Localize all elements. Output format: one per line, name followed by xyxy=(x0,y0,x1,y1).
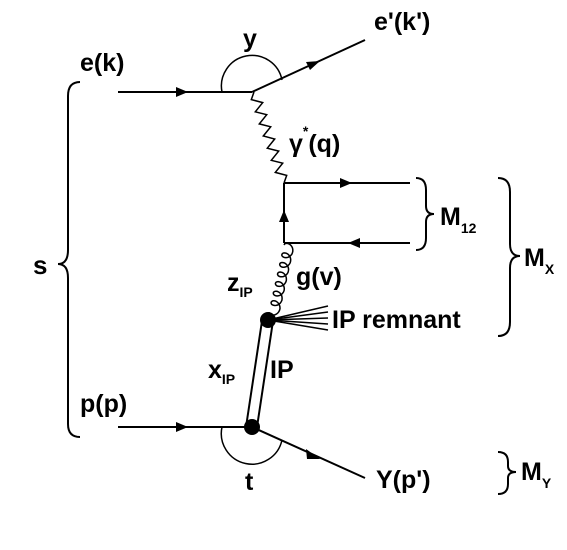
z-label: zIP xyxy=(227,269,253,300)
gluon-propagator xyxy=(268,242,294,316)
electron-in-label: e(k) xyxy=(80,49,124,77)
m12-brace xyxy=(415,177,435,251)
mx-label: MX xyxy=(524,244,555,277)
electron-out-label: e'(k') xyxy=(374,8,430,36)
proton-out-arrow xyxy=(306,449,320,459)
t-angle-arc xyxy=(220,426,283,465)
photon-label: γ*(q) xyxy=(289,123,340,158)
pomeron-gluon-vertex xyxy=(260,312,276,328)
y-angle-arc xyxy=(220,54,283,93)
mx-brace xyxy=(497,177,521,337)
electron-out-arrow xyxy=(306,61,320,70)
pomeron-line-right xyxy=(256,320,274,428)
pomeron-label: IP xyxy=(270,356,294,384)
m12-label: M12 xyxy=(440,203,477,236)
electron-in-arrow xyxy=(176,87,188,97)
my-label: MY xyxy=(521,458,552,491)
quark-bottom-arrow xyxy=(348,238,360,248)
t-label: t xyxy=(245,468,254,496)
remnant-lines xyxy=(267,305,329,331)
proton-in-arrow xyxy=(176,422,188,432)
x-label: xIP xyxy=(208,356,235,387)
pomeron-line-left xyxy=(245,320,263,428)
photon-propagator xyxy=(250,91,288,184)
proton-out-label: Y(p') xyxy=(376,466,431,494)
my-brace xyxy=(497,451,517,495)
quark-vertical-arrow xyxy=(279,210,289,222)
remnant-label: IP remnant xyxy=(332,306,461,334)
quark-top-arrow xyxy=(340,178,352,188)
s-brace xyxy=(57,81,81,438)
gluon-label: g(v) xyxy=(296,263,342,291)
y-label: y xyxy=(243,25,257,53)
proton-in-label: p(p) xyxy=(80,390,127,418)
s-label: s xyxy=(33,250,47,280)
